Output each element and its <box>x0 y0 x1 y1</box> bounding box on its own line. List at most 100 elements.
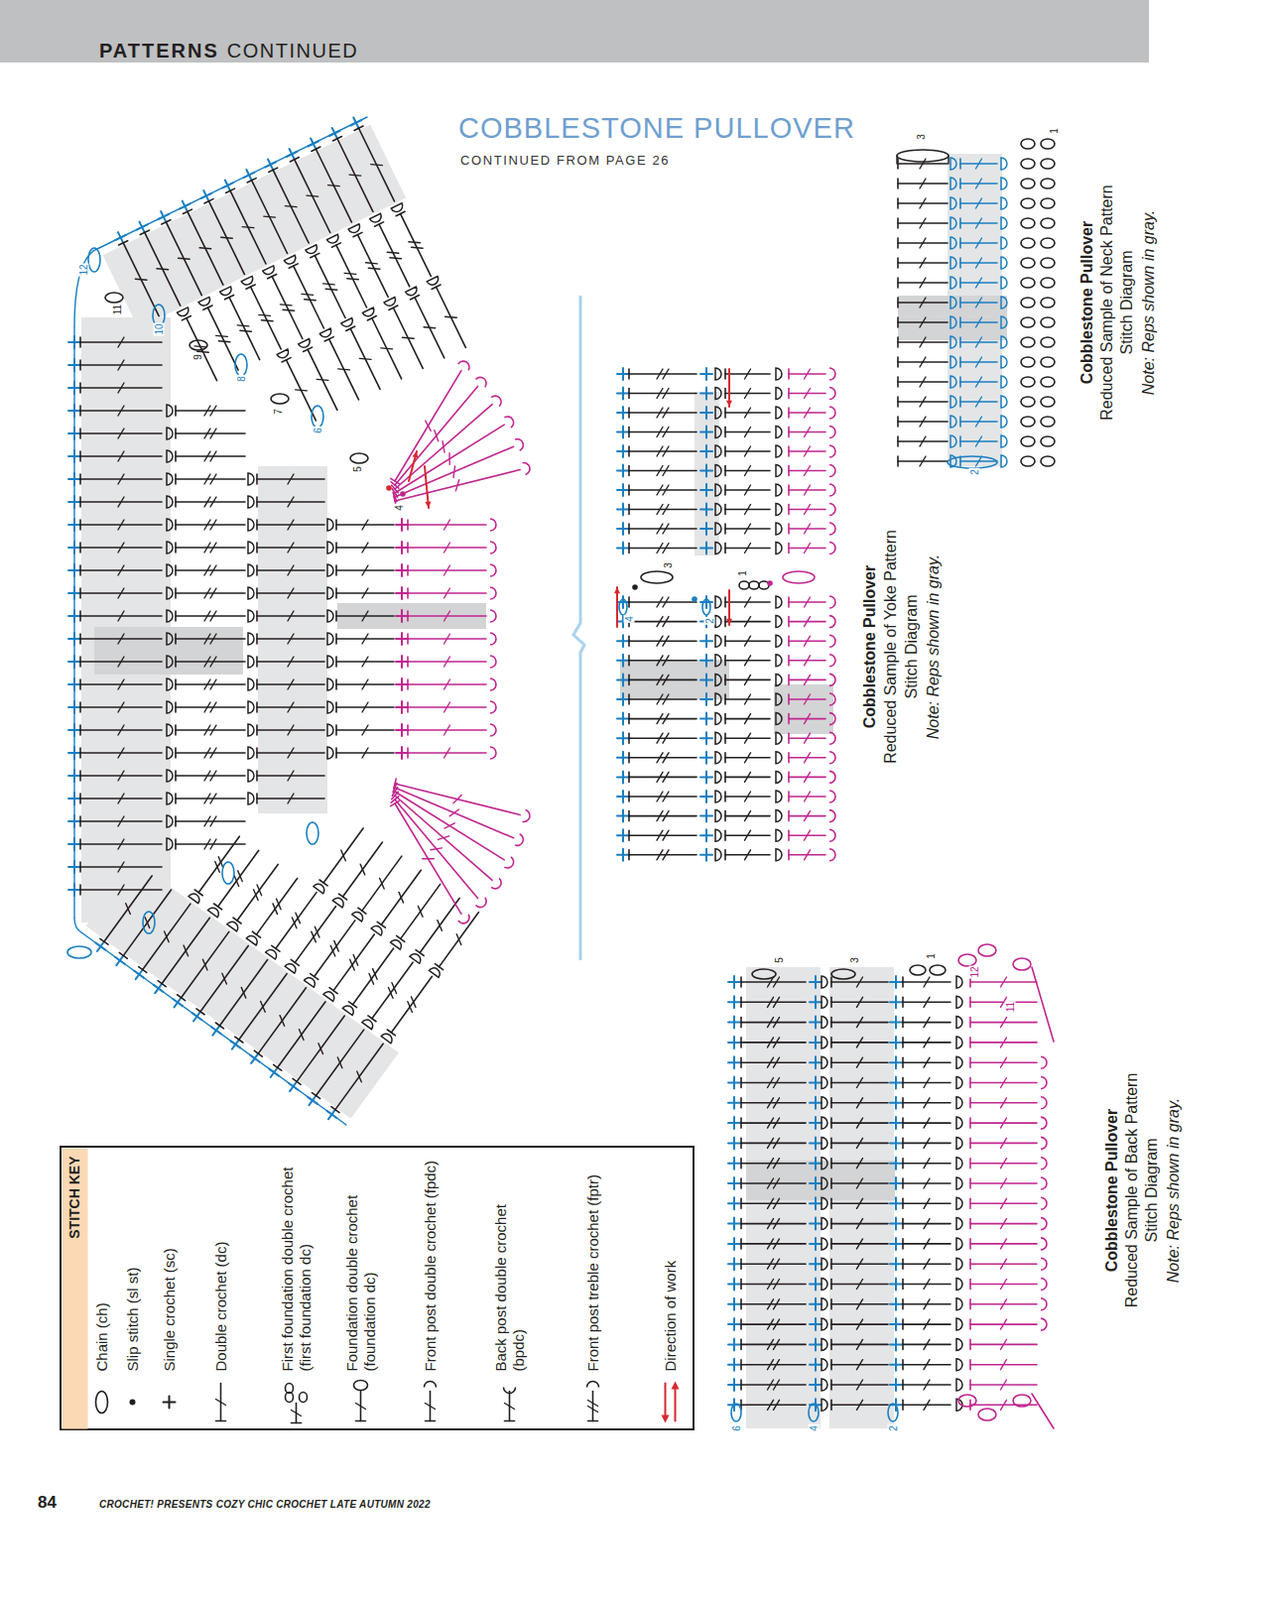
post-loop <box>775 406 782 419</box>
post-loop <box>1001 256 1008 269</box>
stitch-line <box>705 634 708 647</box>
stitch-line <box>745 369 752 380</box>
stitch-line <box>622 484 625 497</box>
stitch-line <box>210 611 217 622</box>
stitch-row <box>198 187 322 423</box>
legend-symbol <box>112 1377 152 1427</box>
stitch-line <box>767 1299 774 1310</box>
stitch-line <box>287 611 294 622</box>
row-number: 2 <box>704 617 716 626</box>
post-loop <box>166 587 173 600</box>
stitch-line <box>444 453 455 466</box>
stitch-line <box>362 588 369 599</box>
legend-symbol <box>81 1377 122 1427</box>
stitch-line <box>656 369 663 380</box>
stitch-line <box>622 770 625 783</box>
post-loop <box>1001 356 1008 369</box>
post-loop <box>166 678 173 691</box>
stitch-line <box>400 632 403 645</box>
stitch-line <box>741 1041 806 1044</box>
stitch-line <box>894 1197 897 1210</box>
stitch-line <box>745 694 752 705</box>
stitch-line <box>741 1102 806 1105</box>
chain-symbol <box>1040 456 1055 467</box>
stitch-line <box>741 1021 806 1024</box>
stitch-line <box>741 1223 806 1226</box>
stitch-row <box>68 450 246 463</box>
post-loop <box>166 541 173 554</box>
chain-symbol <box>1020 178 1035 189</box>
stitch-line <box>741 1384 806 1387</box>
stitch-line <box>444 542 451 553</box>
stitch-line <box>115 957 126 965</box>
stitch-line <box>175 409 246 412</box>
stitch-row <box>284 881 445 1096</box>
stitch-line <box>438 441 450 453</box>
stitch-line <box>894 1218 897 1231</box>
stitch-line <box>622 849 625 862</box>
stitch-line <box>919 337 926 348</box>
stitch-line <box>423 322 436 333</box>
stitch-line <box>733 1036 736 1049</box>
stitch-line <box>804 466 811 477</box>
stitch-line <box>349 170 362 181</box>
stitch-line <box>857 1017 864 1028</box>
post-hook <box>490 518 497 531</box>
stitch-line <box>73 427 76 440</box>
post-loop <box>166 655 173 668</box>
stitch-line <box>767 1319 774 1330</box>
stitch-line <box>175 774 246 777</box>
stitch-line <box>745 753 752 763</box>
chain-symbol <box>284 1383 293 1393</box>
stitch-line <box>162 1400 175 1403</box>
post-loop <box>956 1077 963 1090</box>
stitch-line <box>804 427 811 438</box>
stitch-line <box>733 1137 736 1149</box>
post-loop <box>248 564 254 577</box>
stitch-line <box>73 587 76 600</box>
stitch-line <box>230 1040 241 1048</box>
stitch-line <box>662 523 669 534</box>
stitch-line <box>73 541 76 554</box>
stitch-line <box>153 985 164 993</box>
post-loop <box>821 1218 828 1231</box>
stitch-line <box>276 1015 289 1027</box>
post-loop <box>248 496 254 508</box>
stitch-line <box>733 1258 736 1270</box>
caption-line: Stitch Diagram <box>1141 1138 1161 1244</box>
post-loop <box>166 610 173 623</box>
stitch-line <box>767 1098 774 1109</box>
post-loop <box>775 829 782 842</box>
stitch-line <box>311 926 324 938</box>
stitch-line <box>118 382 125 393</box>
chain-symbol <box>67 946 92 959</box>
post-loop <box>956 996 963 1009</box>
post-loop <box>715 849 722 862</box>
post-hook <box>490 632 497 645</box>
stitch-line <box>323 828 364 884</box>
stitch-line <box>629 659 697 662</box>
key-heading: STITCH KEY <box>65 1155 82 1239</box>
stitch-line <box>919 416 926 427</box>
post-hook <box>1040 1258 1047 1270</box>
post-loop <box>248 678 254 691</box>
stitch-line <box>219 960 267 1026</box>
post-loop <box>715 445 722 458</box>
stitch-line <box>656 771 663 782</box>
stitch-line <box>629 639 697 642</box>
stitch-line <box>306 191 319 202</box>
post-loop <box>775 790 782 803</box>
chain-symbol <box>1040 317 1055 328</box>
post-loop <box>821 1379 828 1392</box>
post-loop <box>775 634 782 647</box>
post-hook <box>829 387 836 400</box>
stitch-line <box>662 830 669 841</box>
stitch-line <box>210 679 217 690</box>
stitch-line <box>1001 1098 1008 1109</box>
stitch-line <box>976 317 983 328</box>
chain-symbol <box>929 965 946 976</box>
post-loop <box>1001 157 1008 170</box>
chain-symbol <box>1040 377 1055 387</box>
stitch-line <box>857 1380 864 1391</box>
stitch-line <box>629 601 697 604</box>
